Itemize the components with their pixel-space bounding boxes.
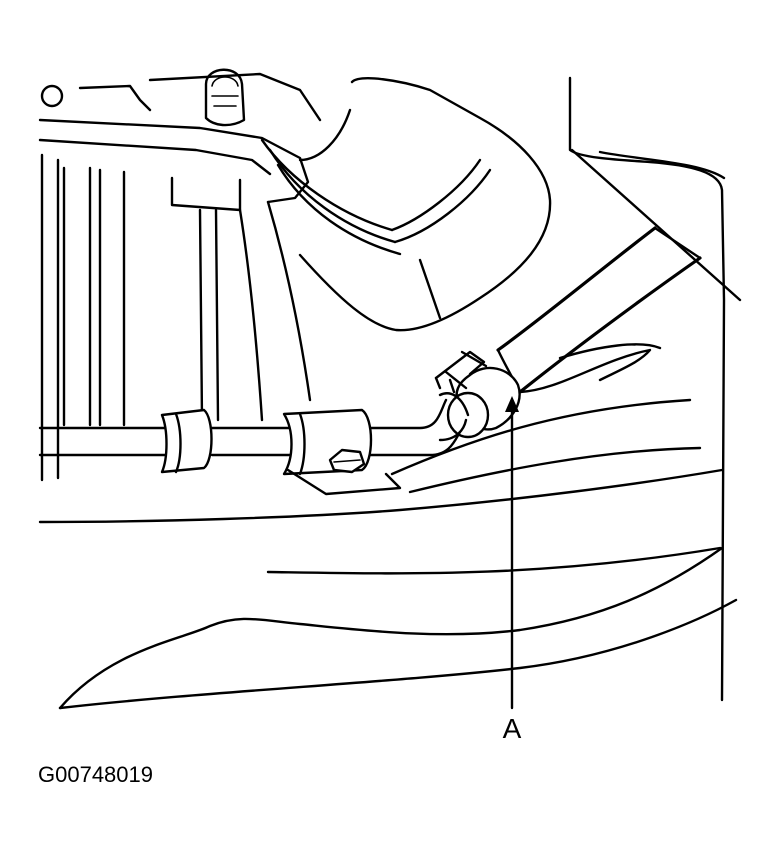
boss-circle [40, 84, 64, 108]
bracket-bolt [328, 448, 366, 474]
pipe-grommet-1 [160, 408, 213, 474]
engine-block [38, 72, 352, 482]
frame-rail [568, 76, 742, 702]
lower-panel [38, 343, 738, 710]
bolt-head [204, 68, 246, 127]
hose-fitting [438, 391, 490, 442]
callout-label-a: A [503, 713, 522, 744]
oil-filter [260, 77, 552, 332]
cooler-pipe [38, 398, 462, 457]
figure-code: G00748019 [38, 762, 153, 787]
cooler-hose [496, 226, 702, 394]
leader-line-a [505, 396, 519, 710]
